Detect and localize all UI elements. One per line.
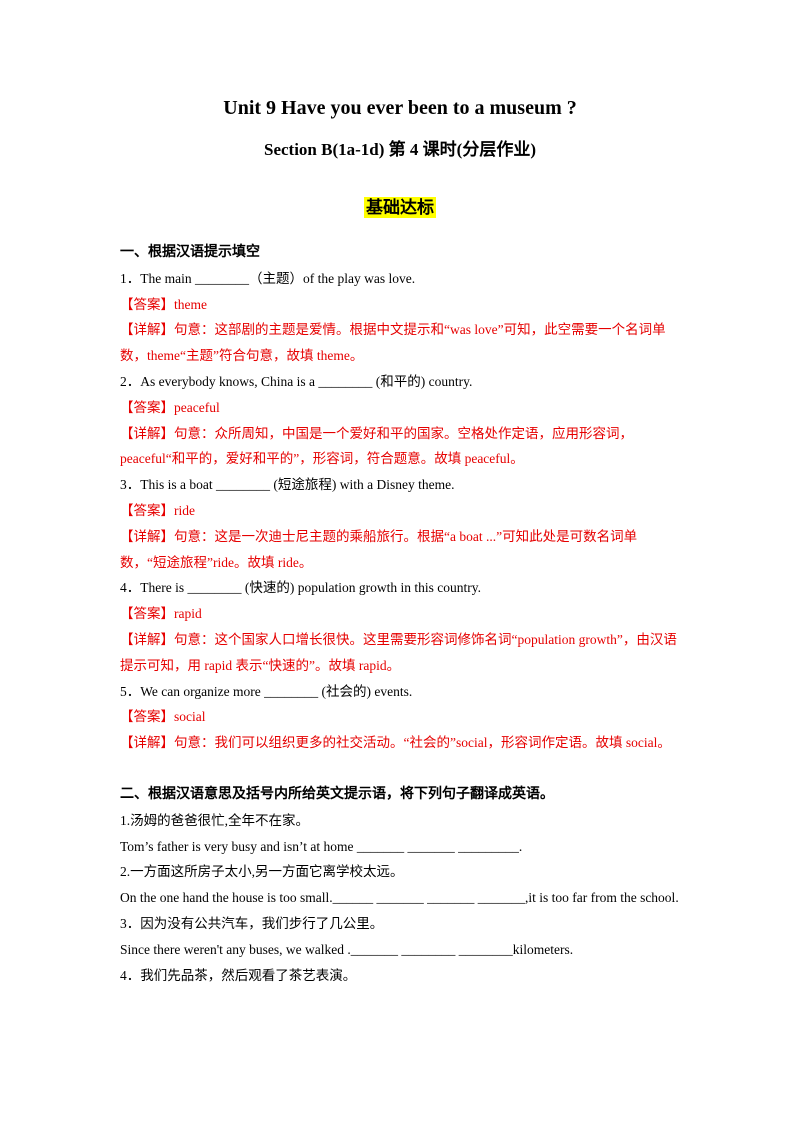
exercise-content: 一、根据汉语提示填空 1．The main ________（主题）of the… [120, 240, 680, 988]
question-2: 2．As everybody knows, China is a _______… [120, 373, 473, 389]
answer-5: 【答案】social [120, 709, 206, 725]
question-4: 4．There is ________ (快速的) population gro… [120, 580, 481, 596]
section-heading-2: 二、根据汉语意思及括号内所给英文提示语，将下列句子翻译成英语。 [120, 786, 554, 802]
question-3: 3．This is a boat ________ (短途旅程) with a … [120, 477, 455, 493]
translation-sentence-1: Tom’s father is very busy and isn’t at h… [120, 838, 523, 854]
answer-1: 【答案】theme [120, 296, 207, 312]
translation-sentence-3: Since there weren't any buses, we walked… [120, 941, 574, 957]
detail-1: 【详解】句意：这部剧的主题是爱情。根据中文提示和“was love”可知，此空需… [120, 322, 666, 364]
translation-prompt-2: 2.一方面这所房子太小,另一方面它离学校太远。 [120, 864, 404, 880]
question-5: 5．We can organize more ________ (社会的) ev… [120, 683, 413, 699]
question-1: 1．The main ________（主题）of the play was l… [120, 270, 416, 286]
section-heading-1: 一、根据汉语提示填空 [120, 245, 260, 260]
detail-4: 【详解】句意：这个国家人口增长很快。这里需要形容词修饰名词“population… [120, 631, 677, 673]
level-label: 基础达标 [0, 193, 800, 218]
detail-3: 【详解】句意：这是一次迪士尼主题的乘船旅行。根据“a boat ...”可知此处… [120, 528, 638, 570]
page-subtitle: Section B(1a-1d) 第 4 课时(分层作业) [264, 140, 536, 159]
translation-prompt-1: 1.汤姆的爸爸很忙,全年不在家。 [120, 812, 309, 828]
detail-2: 【详解】句意：众所周知，中国是一个爱好和平的国家。空格处作定语，应用形容词，pe… [120, 425, 633, 467]
detail-5: 【详解】句意：我们可以组织更多的社交活动。“社会的”social，形容词作定语。… [120, 735, 671, 751]
answer-3: 【答案】ride [120, 502, 195, 518]
section-spacer [120, 756, 680, 782]
level-label-text: 基础达标 [364, 197, 436, 218]
translation-sentence-2: On the one hand the house is too small._… [120, 890, 679, 906]
page-title: Unit 9 Have you ever been to a museum ? [223, 97, 577, 119]
answer-4: 【答案】rapid [120, 606, 202, 622]
translation-prompt-4: 4．我们先品茶，然后观看了茶艺表演。 [120, 967, 357, 983]
translation-prompt-3: 3．因为没有公共汽车，我们步行了几公里。 [120, 915, 384, 931]
answer-2: 【答案】peaceful [120, 399, 220, 415]
